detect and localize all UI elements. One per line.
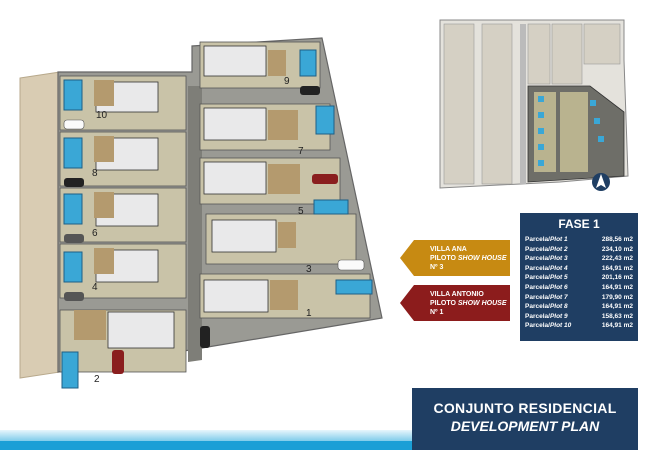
phase-row-area: 164,91 m2	[601, 264, 633, 272]
phase-row: Parcela/Plot 3 222,43 m2	[525, 254, 633, 264]
plot-number: 5	[298, 206, 304, 217]
phase-row-area: 288,56 m2	[601, 236, 633, 243]
phase-row-label: Parcela/Plot 5	[525, 273, 568, 283]
phase-row-label: Parcela/Plot 7	[525, 293, 568, 303]
plot-number: 4	[92, 282, 98, 293]
callout-piloto: PILOTO	[430, 254, 458, 262]
parcela-text: Parcela/	[525, 274, 550, 282]
phase-row-label: Parcela/Plot 8	[525, 302, 568, 312]
plot-text: Plot 7	[549, 293, 568, 301]
parcela-text: Parcela/	[525, 236, 550, 243]
callout-number: Nº 1	[430, 308, 444, 316]
parcela-text: Parcela/	[525, 245, 550, 253]
plot-number: 8	[92, 168, 98, 179]
callout-arrow-icon	[400, 240, 414, 276]
plot-number: 1	[306, 308, 312, 319]
parcela-text: Parcela/	[525, 322, 550, 330]
parcela-text: Parcela/	[525, 303, 550, 311]
phase-row-area: 164,91 m2	[601, 322, 633, 330]
plot-text: Plot 5	[549, 274, 568, 282]
plot-text: Plot 3	[549, 255, 568, 263]
plot-text: Plot 10	[549, 322, 572, 330]
plot-text: Plot 1	[549, 236, 568, 243]
phase-row-area: 201,16 m2	[601, 274, 633, 282]
bottom-stripe-dark	[0, 441, 412, 450]
parcela-text: Parcela/	[525, 255, 550, 263]
phase-row-label: Parcela/Plot 2	[525, 245, 568, 255]
phase-row-label: Parcela/Plot 6	[525, 283, 568, 293]
cars	[63, 86, 365, 374]
callout-number: Nº 3	[430, 263, 444, 271]
parcela-text: Parcela/	[525, 264, 550, 272]
callout-piloto: PILOTO	[430, 299, 458, 307]
phase-row-label: Parcela/Plot 4	[525, 264, 568, 274]
callout-show-house: SHOW HOUSE	[457, 254, 507, 262]
plot-number: 9	[284, 76, 290, 87]
phase-row-area: 234,10 m2	[601, 245, 633, 253]
parcela-text: Parcela/	[525, 293, 550, 301]
phase-title: FASE 1	[558, 217, 600, 231]
villa-antonio-callout: VILLA ANTONIO PILOTO SHOW HOUSE Nº 1	[400, 285, 510, 321]
phase-row-area: 164,91 m2	[601, 283, 633, 291]
phase-row: Parcela/Plot 8 164,91 m2	[525, 302, 633, 312]
callout-show-house: SHOW HOUSE	[457, 299, 507, 307]
phase-row: Parcela/Plot 1 288,56 m2	[525, 235, 633, 245]
side-walkway	[19, 71, 61, 379]
development-banner: CONJUNTO RESIDENCIAL DEVELOPMENT PLAN	[412, 388, 638, 450]
phase-row: Parcela/Plot 9 158,63 m2	[525, 312, 633, 322]
banner-title: CONJUNTO RESIDENCIAL	[433, 400, 617, 416]
phase-row: Parcela/Plot 6 164,91 m2	[525, 283, 633, 293]
location-minimap	[439, 19, 629, 189]
phase-row-area: 158,63 m2	[601, 312, 633, 320]
phase-row-label: Parcela/Plot 3	[525, 254, 568, 264]
pools	[61, 49, 373, 389]
phase-row: Parcela/Plot 4 164,91 m2	[525, 264, 633, 274]
plot-text: Plot 8	[549, 303, 568, 311]
north-arrow-icon	[592, 173, 610, 191]
plot-number: 7	[298, 146, 304, 157]
phase-row-label: Parcela/Plot 1	[525, 235, 568, 245]
plot-number: 6	[92, 228, 98, 239]
phase-row-label: Parcela/Plot 10	[525, 321, 571, 331]
plot-text: Plot 2	[549, 245, 568, 253]
parcela-text: Parcela/	[525, 312, 550, 320]
banner-subtitle: DEVELOPMENT PLAN	[450, 418, 600, 434]
parcela-text: Parcela/	[525, 283, 550, 291]
plot-number: 3	[306, 264, 312, 275]
plot-text: Plot 6	[549, 283, 568, 291]
phase-rows: Parcela/Plot 1 288,56 m2 Parcela/Plot 2 234…	[525, 235, 633, 331]
terraces	[74, 50, 300, 340]
plot-number: 2	[94, 374, 100, 385]
villa-ana-callout: VILLA ANA PILOTO SHOW HOUSE Nº 3	[400, 240, 510, 276]
plot-text: Plot 4	[549, 264, 568, 272]
internal-road	[188, 86, 202, 362]
phase-row: Parcela/Plot 2 234,10 m2	[525, 245, 633, 255]
phase-row: Parcela/Plot 7 179,90 m2	[525, 293, 633, 303]
phase-row: Parcela/Plot 10 164,91 m2	[525, 321, 633, 331]
callout-title: VILLA ANTONIO	[430, 290, 484, 298]
plot-text: Plot 9	[549, 312, 568, 320]
phase-row-label: Parcela/Plot 9	[525, 312, 568, 322]
callout-arrow-icon	[400, 285, 414, 321]
callout-title: VILLA ANA	[430, 245, 467, 253]
phase-row-area: 179,90 m2	[601, 293, 633, 301]
phase-row-area: 164,91 m2	[601, 303, 633, 311]
plot-number: 10	[96, 110, 108, 121]
phase-row-area: 222,43 m2	[601, 255, 633, 263]
phase-row: Parcela/Plot 5 201,16 m2	[525, 273, 633, 283]
